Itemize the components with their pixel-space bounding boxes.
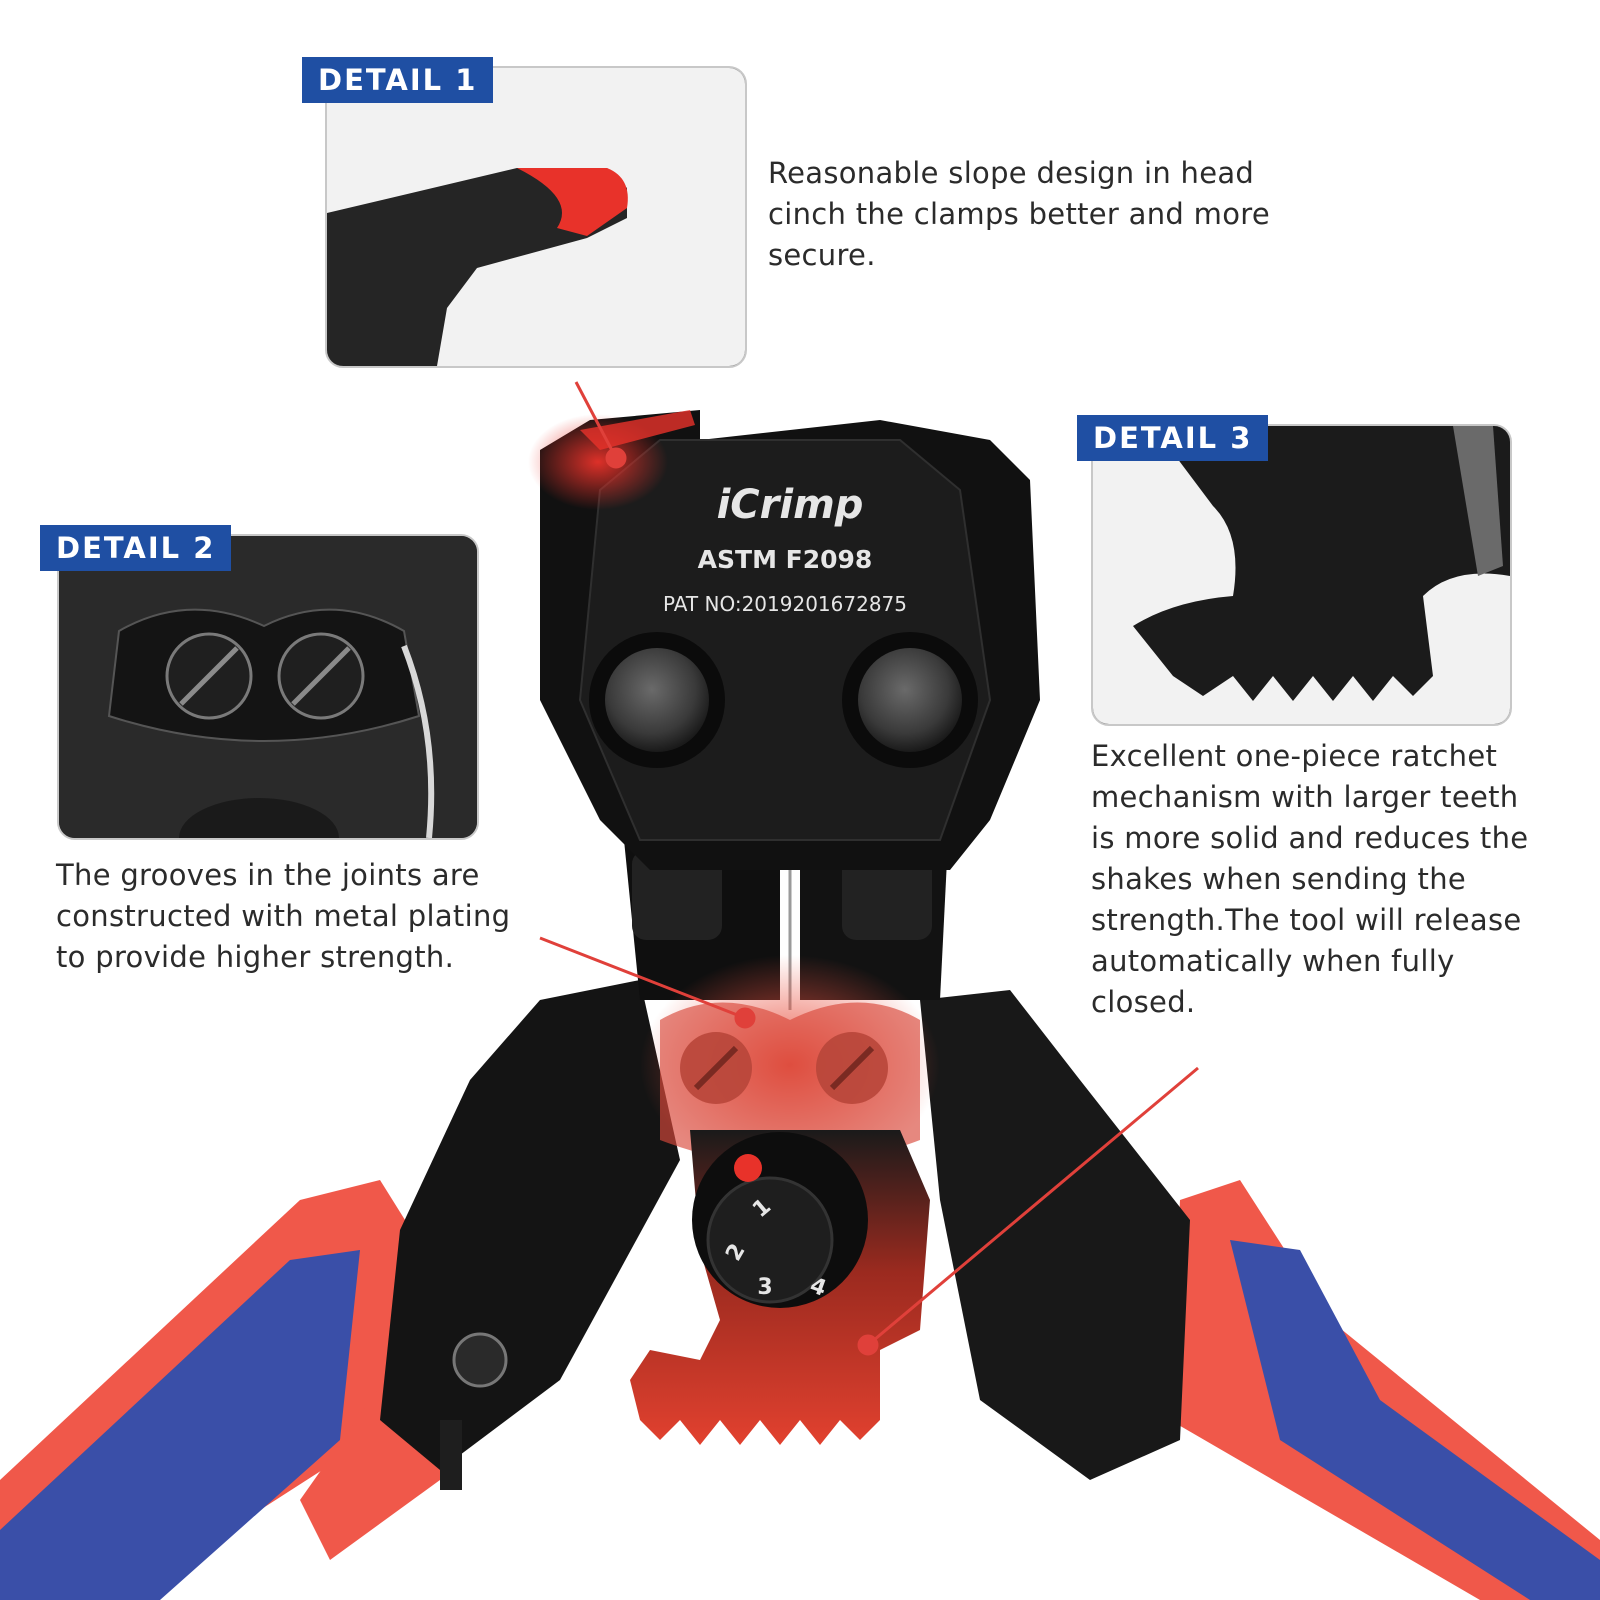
right-handle [1170, 1180, 1600, 1600]
callout-line-icon [539, 381, 1199, 1356]
detail-2-tab: DETAIL 2 [40, 525, 232, 571]
detail-3-tab: DETAIL 3 [1077, 415, 1269, 461]
right-handle-frame [920, 990, 1190, 1480]
detail-1-image [325, 66, 747, 368]
detail-1-tab: DETAIL 1 [302, 57, 494, 103]
adjustment-dial-icon [692, 1132, 868, 1308]
detail-3-description: Excellent one-piece ratchet mechanism wi… [1091, 739, 1529, 1019]
left-handle-frame [380, 980, 680, 1470]
dial-number-3: 3 [757, 1275, 773, 1300]
brand-logo: iCrimp [716, 482, 864, 528]
detail-2-image [57, 534, 479, 840]
detail-3-image [1091, 424, 1512, 726]
joint-screws [680, 1032, 888, 1104]
screw-icon [165, 632, 365, 720]
detail-2-description: The grooves in the joints are constructe… [56, 858, 511, 974]
patent-label: PAT NO:2019201672875 [663, 592, 907, 616]
standard-label: ASTM F2098 [697, 545, 873, 574]
detail-1-description: Reasonable slope design in head cinch th… [768, 156, 1270, 272]
